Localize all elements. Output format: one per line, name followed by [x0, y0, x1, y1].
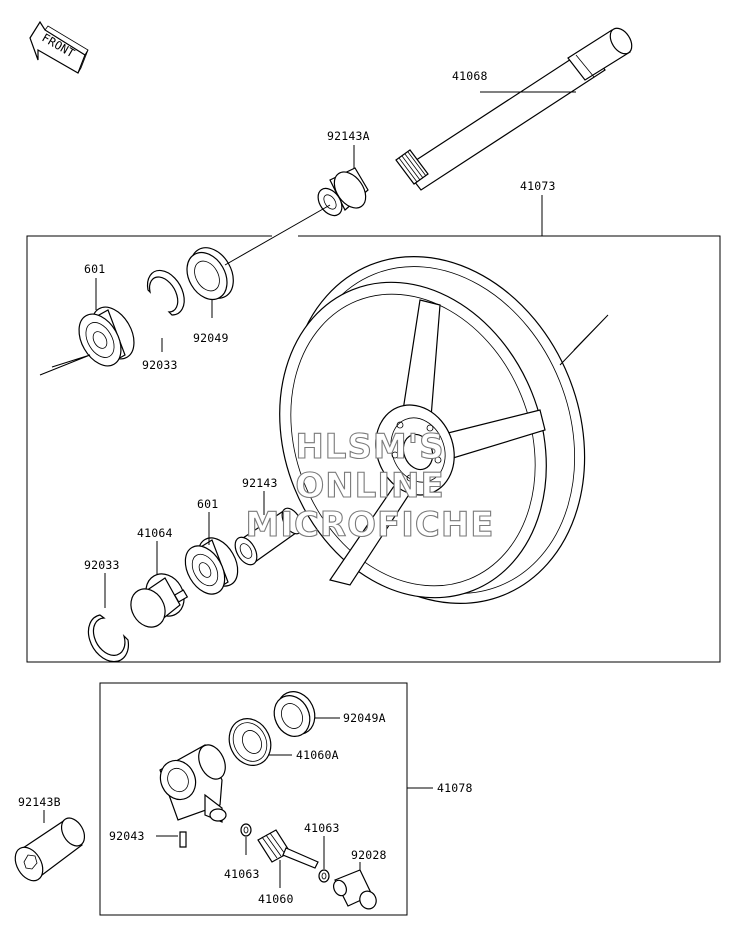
axis-pointer-right — [559, 314, 609, 366]
wheel-assembly-box — [26, 235, 721, 663]
bushing-92028 — [332, 869, 377, 910]
collar-92143B — [14, 817, 86, 882]
seal-92049A — [273, 691, 316, 737]
front-wheel — [279, 256, 586, 604]
label-92143B: 92143B — [18, 795, 61, 809]
seal-92049 — [186, 247, 234, 301]
label-601-bottom: 601 — [197, 497, 218, 511]
label-92033-bottom: 92033 — [84, 558, 120, 572]
washer-41063-left — [240, 823, 252, 837]
label-92028: 92028 — [351, 848, 387, 862]
pinion-41060 — [257, 829, 319, 869]
circlip-92033-bottom — [87, 614, 129, 663]
collar-92143 — [234, 507, 303, 566]
washer-41063-right — [318, 869, 330, 883]
svg-text:MICROFICHE: MICROFICHE — [245, 505, 494, 545]
speedometer-gear-box — [99, 682, 408, 916]
axle-line-upper — [224, 204, 331, 266]
circlip-92033-top — [146, 269, 185, 316]
watermark: HLSM'S ONLINE MICROFICHE — [245, 426, 494, 545]
pin-92043 — [179, 831, 187, 848]
label-92033-top: 92033 — [142, 358, 178, 372]
label-92049A: 92049A — [343, 711, 386, 725]
axis-pointer-left — [39, 354, 91, 376]
label-92043: 92043 — [109, 829, 145, 843]
label-41063-right: 41063 — [304, 821, 340, 835]
gear-housing-body — [159, 744, 227, 823]
gear-housing-41064 — [130, 573, 189, 628]
label-41073: 41073 — [520, 179, 556, 193]
bearing-601-top — [78, 306, 135, 367]
svg-text:HLSM'S: HLSM'S — [295, 427, 444, 467]
label-92049: 92049 — [193, 331, 229, 345]
label-92143A: 92143A — [327, 129, 370, 143]
front-direction-arrow: FRONT — [29, 20, 89, 74]
collar-92143A — [317, 167, 369, 217]
gear-41060A — [228, 718, 272, 766]
front-axle — [395, 27, 633, 191]
label-41063-left: 41063 — [224, 867, 260, 881]
label-92143: 92143 — [242, 476, 278, 490]
label-41068: 41068 — [452, 69, 488, 83]
svg-text:ONLINE: ONLINE — [295, 466, 444, 506]
label-41064: 41064 — [137, 526, 173, 540]
label-41078: 41078 — [437, 781, 473, 795]
label-41060A: 41060A — [296, 748, 339, 762]
label-41060: 41060 — [258, 892, 294, 906]
label-601-top: 601 — [84, 262, 105, 276]
bearing-601-bottom — [184, 537, 239, 595]
